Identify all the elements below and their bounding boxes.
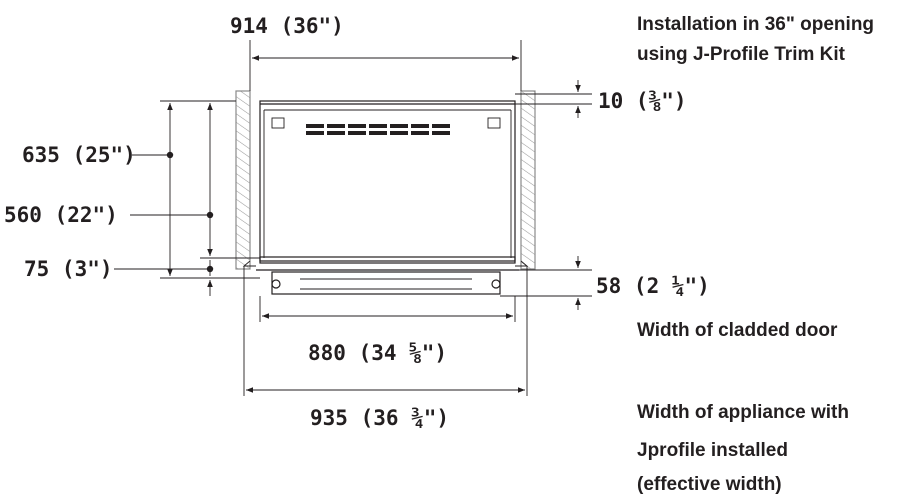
effective-width-note-line3: (effective width) <box>637 474 782 495</box>
base-height-label: 75 (3") <box>24 257 113 281</box>
right-cabinet-wall <box>520 90 536 270</box>
cladded-door-note: Width of cladded door <box>637 320 838 341</box>
effective-width-note-line1: Width of appliance with <box>637 402 849 423</box>
door-width-label: 880 (34 ⅝") <box>308 341 447 365</box>
total-height-label: 635 (25") <box>22 143 136 167</box>
left-cabinet-wall <box>235 90 251 270</box>
appliance-width-label: 935 (36 ¾") <box>310 406 449 430</box>
installation-note-line1: Installation in 36" opening <box>637 14 874 35</box>
body-height-label: 560 (22") <box>4 203 118 227</box>
appliance-body <box>242 100 529 295</box>
effective-width-note-line2: Jprofile installed <box>637 440 788 461</box>
door-offset-label: 58 (2 ¼") <box>596 274 710 298</box>
opening-width-label: 914 (36") <box>230 14 344 38</box>
installation-note-line2: using J-Profile Trim Kit <box>637 44 846 65</box>
top-gap-label: 10 (⅜") <box>598 89 687 113</box>
vent-slots <box>306 124 450 135</box>
